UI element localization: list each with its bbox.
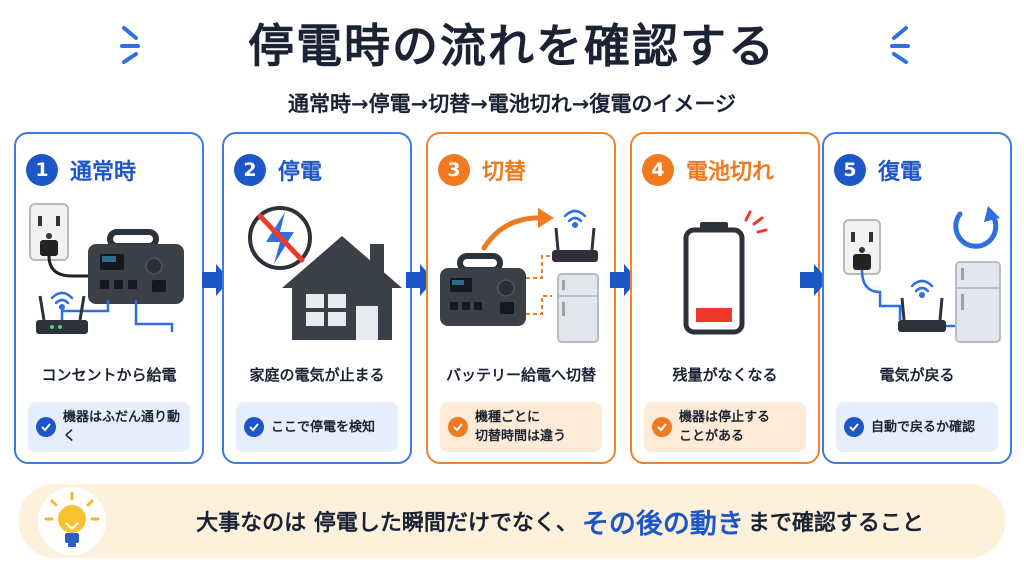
- step-description: バッテリー給電へ切替: [445, 366, 596, 384]
- wifi-icon: [50, 291, 74, 311]
- sparkle-right-icon: [890, 26, 910, 64]
- low-battery-icon: [683, 222, 745, 335]
- tip-banner: [18, 484, 1006, 558]
- wall-outlet-icon: [843, 219, 881, 275]
- refresh-icon: [953, 206, 1000, 249]
- step-number: 3: [438, 154, 470, 186]
- battery-switch-illustration: [440, 208, 599, 343]
- check-icon: [244, 417, 264, 437]
- step-number: 1: [26, 154, 58, 186]
- refrigerator-icon: [557, 273, 599, 343]
- power-station-icon: [88, 229, 184, 304]
- house-outage-illustration: [248, 206, 402, 340]
- step-card-restored: 5 復電 電気が戻る 自動で戻るか確認: [822, 132, 1012, 464]
- power-restored-illustration: [843, 206, 1001, 343]
- step-number: 2: [234, 154, 266, 186]
- check-icon: [844, 417, 864, 437]
- wall-outlet-icon: [29, 203, 69, 261]
- step-card-battery-empty: 4 電池切れ 残量がなくなる 機器は停止することがある: [630, 132, 820, 464]
- router-icon: [552, 227, 598, 262]
- refrigerator-icon: [955, 261, 1001, 343]
- page-subtitle: 通常時→停電→切替→電池切れ→復電のイメージ: [288, 92, 736, 116]
- router-icon: [36, 295, 88, 334]
- flow-arrow-icon: [800, 264, 828, 296]
- check-icon: [448, 417, 468, 437]
- step-label: 停電: [278, 160, 323, 185]
- switch-arrow-icon: [481, 215, 547, 251]
- step-description: コンセントから給電: [41, 366, 177, 384]
- step-card-normal: 1 通常時 コンセントから給電: [14, 132, 204, 464]
- wifi-icon: [563, 209, 587, 229]
- no-electricity-icon: [248, 206, 312, 270]
- low-battery-illustration: [683, 210, 768, 335]
- step-label: 切替: [482, 160, 527, 185]
- check-icon: [652, 417, 672, 437]
- house-icon: [282, 236, 402, 340]
- page-title: 停電時の流れを確認する: [248, 19, 776, 73]
- step-note: ここで停電を検知: [236, 402, 398, 452]
- tip-emphasis: その後の動き: [581, 508, 744, 540]
- step-note: 機種ごとに切替時間は違う: [440, 402, 602, 452]
- step-card-outage: 2 停電 家庭の電気が止まる ここで停電を検知: [222, 132, 412, 464]
- step-note: 機器はふだん通り動く: [28, 402, 190, 452]
- step-number: 5: [834, 154, 866, 186]
- power-station-icon: [440, 253, 526, 326]
- wifi-icon: [910, 279, 934, 299]
- lightbulb-icon: [38, 487, 106, 555]
- step-note: 自動で戻るか確認: [836, 402, 998, 452]
- step-description: 残量がなくなる: [672, 366, 778, 384]
- tip-text: 大事なのは 停電した瞬間だけでなく、その後の動きまで確認すること: [120, 484, 1000, 558]
- alert-lines-icon: [744, 210, 768, 234]
- check-icon: [36, 417, 56, 437]
- step-number: 4: [642, 154, 674, 186]
- step-description: 家庭の電気が止まる: [249, 366, 385, 384]
- step-label: 復電: [878, 160, 923, 185]
- step-description: 電気が戻る: [879, 366, 955, 384]
- router-icon: [898, 297, 946, 332]
- step-label: 電池切れ: [686, 160, 775, 185]
- outlet-power-station-router-illustration: [29, 203, 184, 334]
- step-label: 通常時: [70, 160, 137, 185]
- step-note: 機器は停止することがある: [644, 402, 806, 452]
- sparkle-left-icon: [120, 26, 140, 64]
